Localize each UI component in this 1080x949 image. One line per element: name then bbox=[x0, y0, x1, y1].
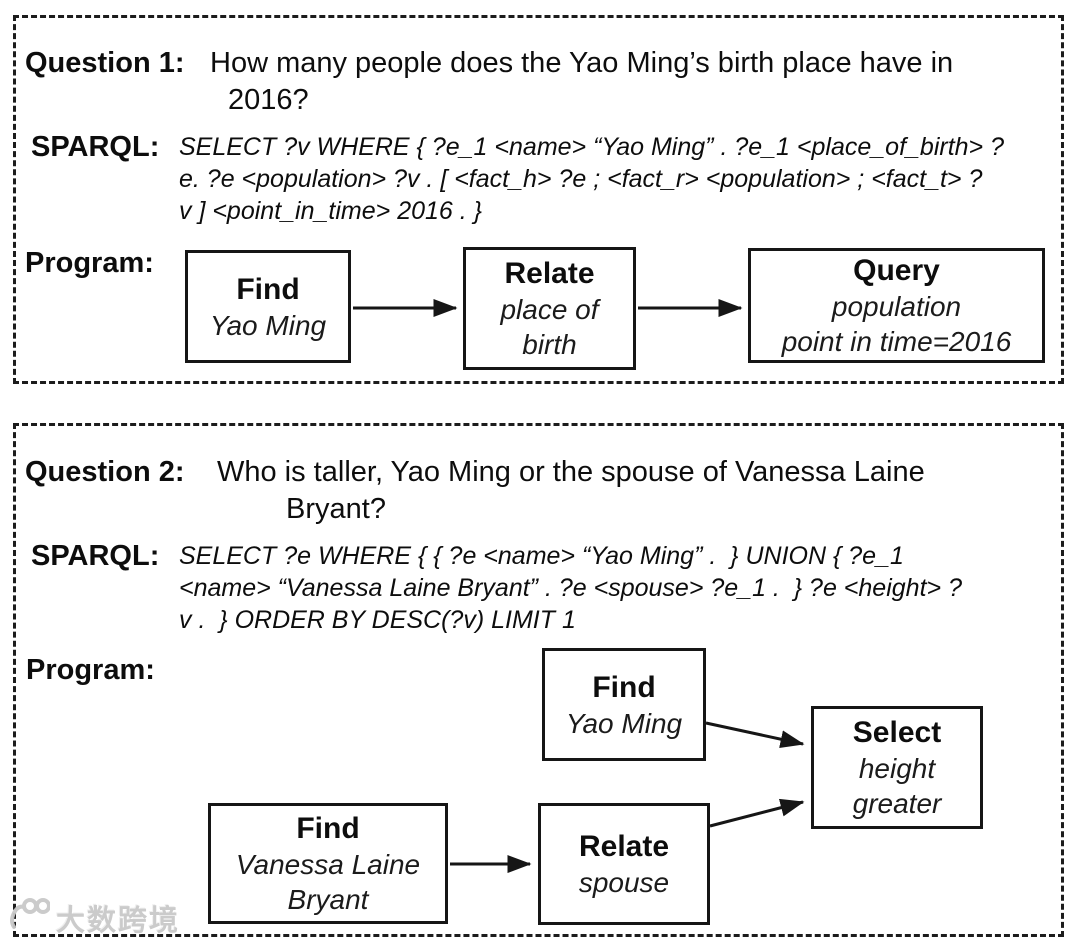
node-function-name: Relate bbox=[504, 257, 595, 290]
program-1-node-query: Query population point in time=2016 bbox=[748, 248, 1045, 363]
sparql-1-label: SPARQL: bbox=[31, 131, 160, 163]
program-2-node-find-vanessa: Find Vanessa Laine Bryant bbox=[208, 803, 448, 924]
node-function-name: Relate bbox=[578, 830, 670, 863]
node-arguments: population point in time=2016 bbox=[781, 291, 1012, 357]
node-function-name: Find bbox=[236, 272, 300, 306]
example-1-panel: Question 1: How many people does the Yao… bbox=[13, 15, 1064, 384]
node-arguments: Yao Ming bbox=[565, 707, 683, 739]
arrow-relate-to-select bbox=[709, 798, 805, 828]
example-2-panel: Question 2: Who is taller, Yao Ming or t… bbox=[13, 423, 1064, 937]
program-1-label: Program: bbox=[25, 247, 154, 279]
arrow-find-to-select bbox=[705, 721, 805, 749]
question-1-label: Question 1: bbox=[25, 47, 185, 79]
program-2-node-find-yao-ming: Find Yao Ming bbox=[542, 648, 706, 761]
program-2-node-relate: Relate spouse bbox=[538, 803, 710, 925]
node-arguments: place of birth bbox=[500, 294, 599, 360]
question-2-text-line-2: Bryant? bbox=[286, 493, 386, 525]
program-1-node-relate: Relate place of birth bbox=[463, 247, 636, 370]
question-2-text-line-1: Who is taller, Yao Ming or the spouse of… bbox=[217, 456, 925, 488]
sparql-2-label: SPARQL: bbox=[31, 540, 160, 572]
node-arguments: Yao Ming bbox=[209, 309, 327, 341]
node-function-name: Find bbox=[296, 812, 360, 845]
program-2-node-select: Select height greater bbox=[811, 706, 983, 829]
program-2-label: Program: bbox=[26, 654, 155, 686]
node-arguments: Vanessa Laine Bryant bbox=[235, 849, 421, 915]
question-1-text-line-2: 2016? bbox=[228, 84, 309, 116]
node-function-name: Select bbox=[852, 716, 942, 749]
question-2-label: Question 2: bbox=[25, 456, 185, 488]
watermark-text: 大数跨境 bbox=[56, 905, 181, 937]
question-1-text-line-1: How many people does the Yao Ming’s birt… bbox=[210, 47, 954, 79]
node-arguments: height greater bbox=[852, 753, 942, 819]
sparql-1-query: SELECT ?v WHERE { ?e_1 <name> “Yao Ming”… bbox=[179, 133, 1004, 225]
sparql-2-query: SELECT ?e WHERE { { ?e <name> “Yao Ming”… bbox=[179, 542, 962, 634]
node-arguments: spouse bbox=[578, 867, 670, 898]
node-function-name: Find bbox=[592, 670, 656, 704]
node-function-name: Query bbox=[853, 254, 940, 287]
program-1-node-find: Find Yao Ming bbox=[185, 250, 351, 363]
watermark: 大数跨境 bbox=[8, 897, 180, 939]
watermark-logo-icon bbox=[8, 897, 51, 939]
